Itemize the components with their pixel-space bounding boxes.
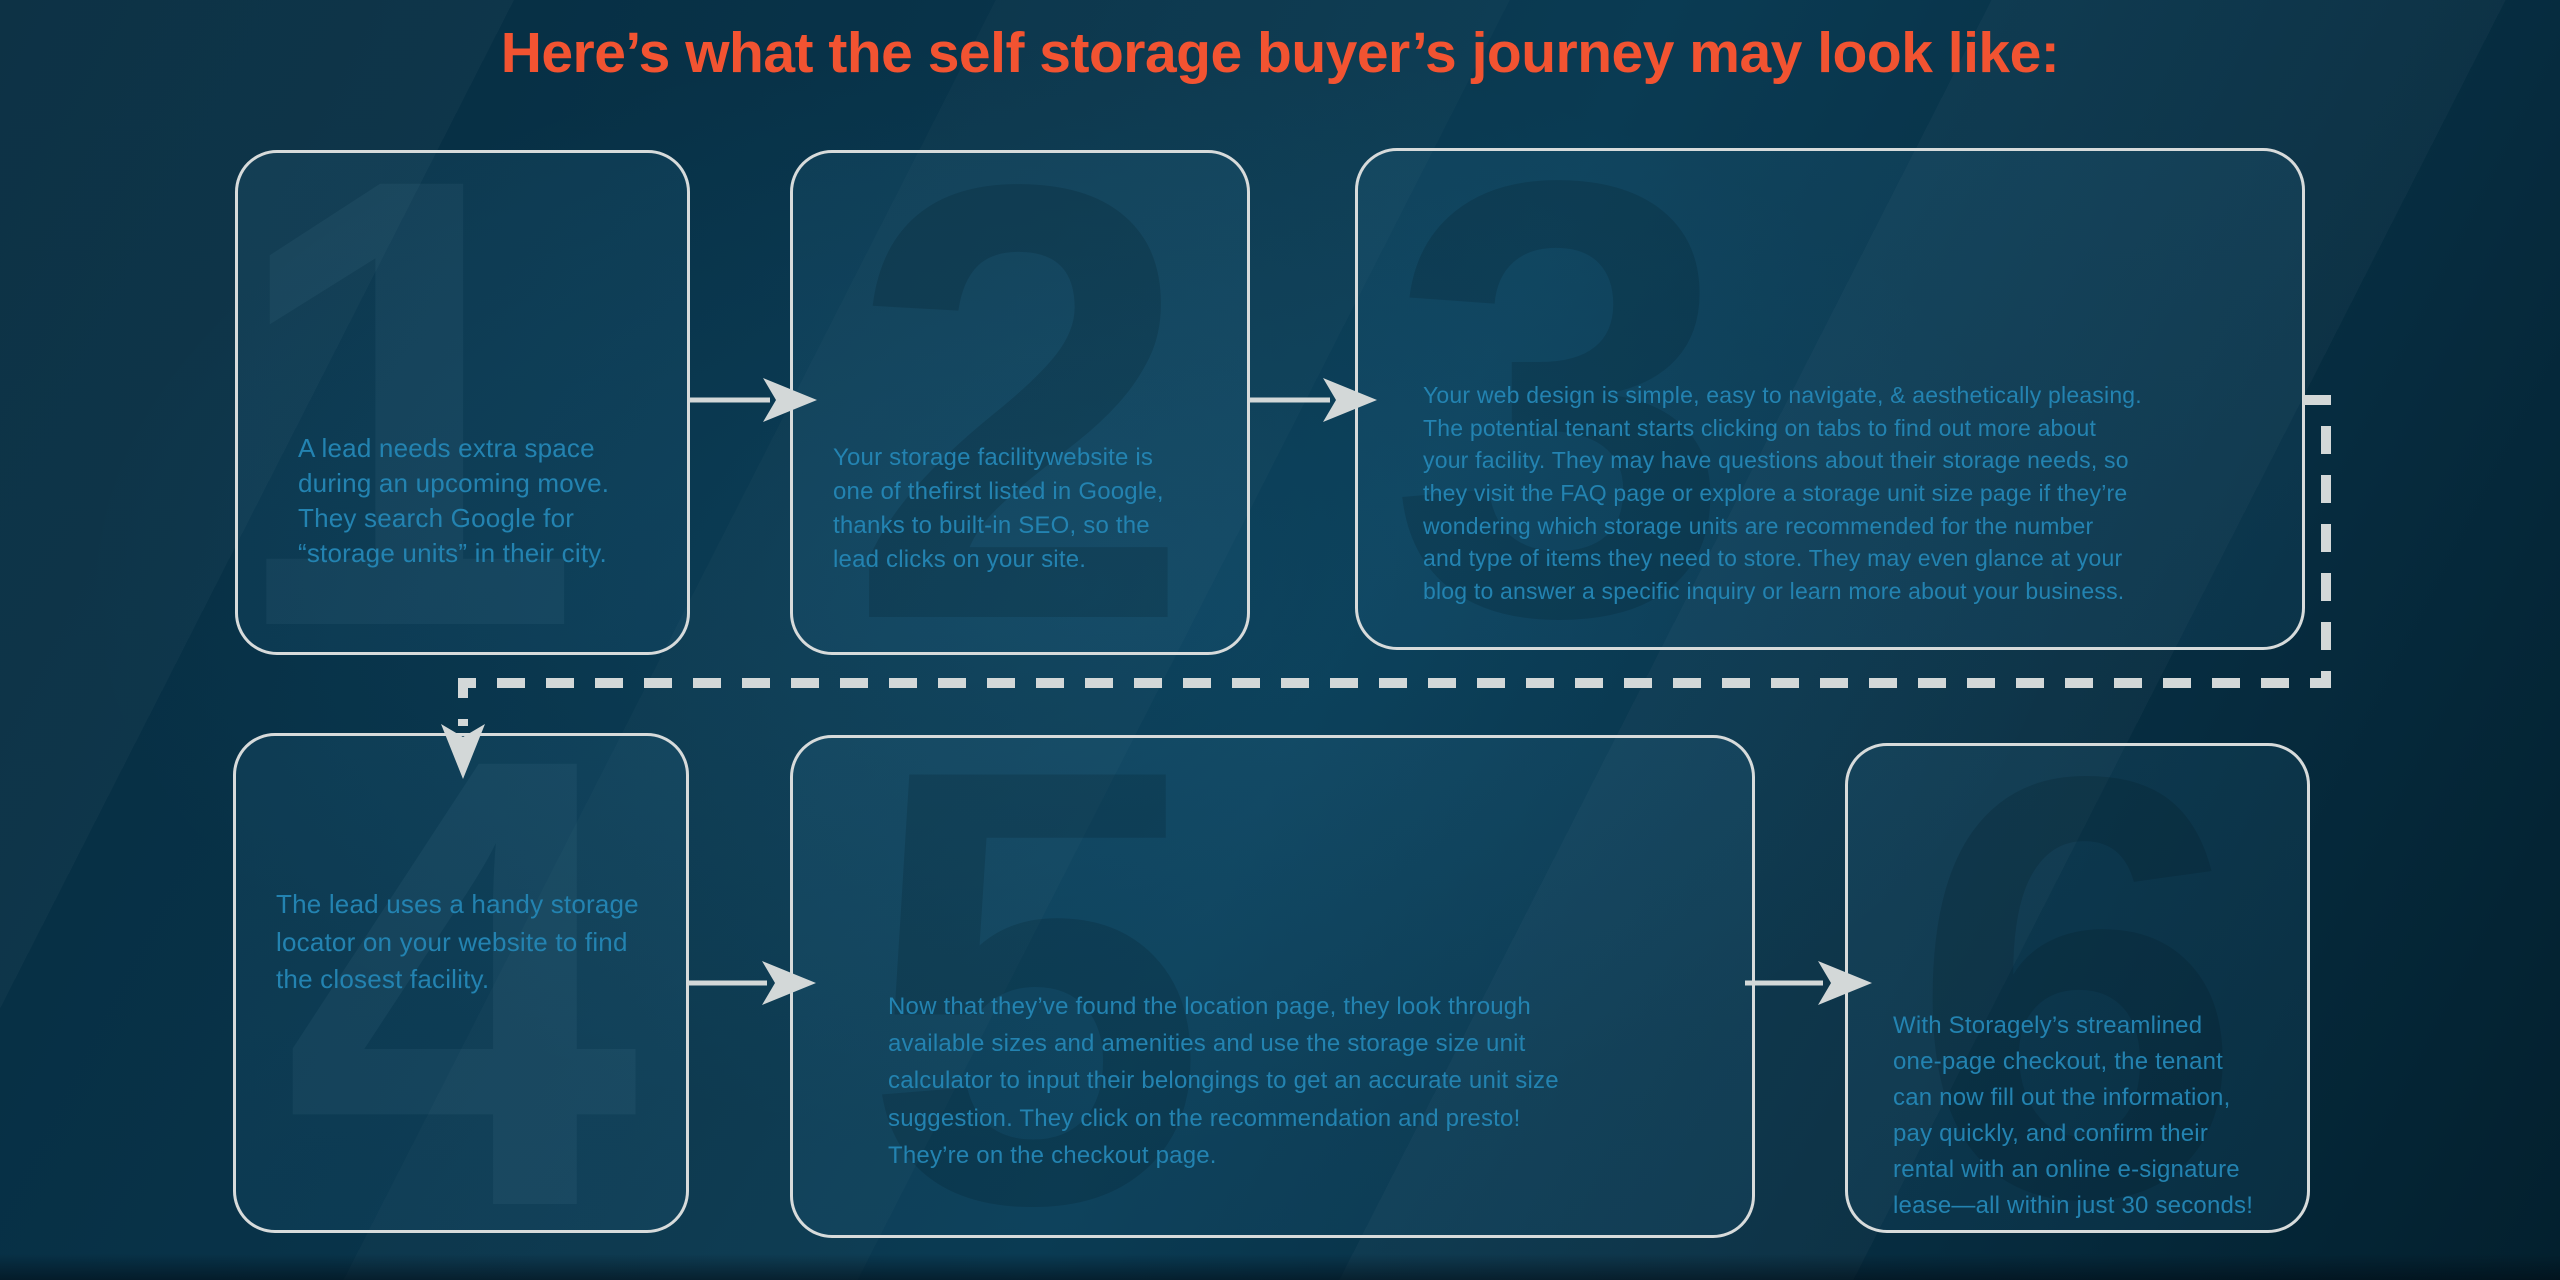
journey-step-3: 3 Your web design is simple, easy to nav… — [1355, 148, 2305, 650]
step-2-number-watermark: 2 — [847, 150, 1193, 655]
journey-step-4: 4 The lead uses a handy storage locator … — [233, 733, 689, 1233]
bottom-shade — [0, 1254, 2560, 1280]
journey-step-1: 1 A lead needs extra space during an upc… — [235, 150, 690, 655]
step-1-number-watermark: 1 — [235, 150, 582, 655]
journey-step-2: 2 Your storage facilitywebsite is one of… — [790, 150, 1250, 655]
step-6-description: With Storagely’s streamlined one-page ch… — [1893, 1012, 2254, 1219]
page-title: Here’s what the self storage buyer’s jou… — [500, 21, 2060, 85]
step-2-description: Your storage facilitywebsite is one of t… — [833, 444, 1164, 574]
step-4-description: The lead uses a handy storage locator on… — [276, 889, 639, 995]
journey-step-6: 6 With Storagely’s streamlined one-page … — [1845, 743, 2310, 1233]
step-1-description: A lead needs extra space during an upcom… — [298, 433, 610, 569]
step-5-description: Now that they’ve found the location page… — [888, 993, 1559, 1169]
step-3-description: Your web design is simple, easy to navig… — [1423, 382, 2142, 604]
journey-step-5: 5 Now that they’ve found the location pa… — [790, 735, 1755, 1238]
